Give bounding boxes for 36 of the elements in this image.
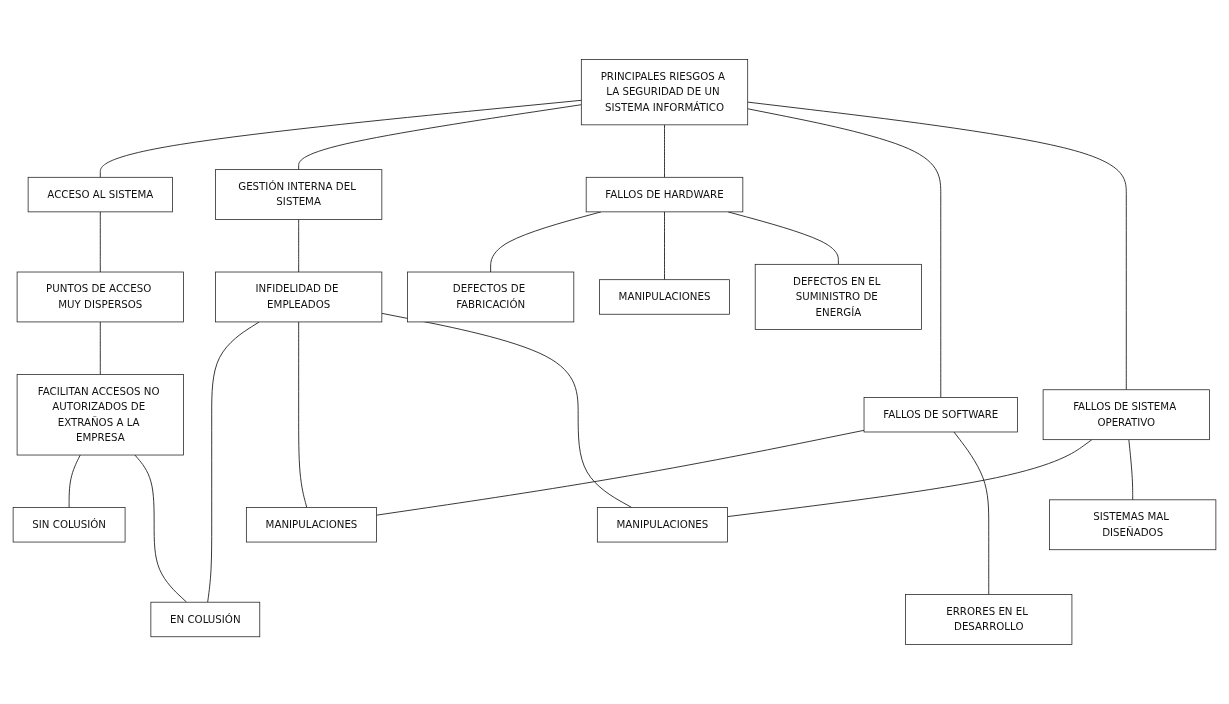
connector bbox=[953, 431, 990, 595]
node-box: DEFECTOS EN EL SUMINISTRO DE ENERGÍA bbox=[754, 263, 922, 330]
node-box: FALLOS DE SISTEMA OPERATIVO bbox=[1042, 389, 1210, 441]
connector bbox=[99, 321, 101, 375]
node-box: FALLOS DE SOFTWARE bbox=[863, 397, 1018, 433]
node-box: PRINCIPALES RIESGOS A LA SEGURIDAD DE UN SISTEMA INFORMÁTICO bbox=[580, 59, 749, 126]
node-box: FALLOS DE HARDWARE bbox=[585, 176, 744, 213]
node-box: GESTIÓN INTERNA DEL SISTEMA bbox=[215, 169, 383, 220]
connector bbox=[298, 104, 582, 171]
connector bbox=[664, 211, 665, 281]
node-box: SISTEMAS MAL DISEÑADOS bbox=[1049, 499, 1217, 551]
connector bbox=[134, 454, 188, 603]
node-box: MANIPULACIONES bbox=[599, 279, 730, 315]
connector bbox=[298, 321, 308, 508]
connector bbox=[381, 312, 633, 508]
node-box: DEFECTOS DE FABRICACIÓN bbox=[407, 271, 575, 323]
node-box: MANIPULACIONES bbox=[245, 507, 377, 543]
node-box: FACILITAN ACCESOS NO AUTORIZADOS DE EXTRAÑOS A LA EMPRESA bbox=[16, 374, 184, 456]
node-box: ERRORES EN EL DESARROLLO bbox=[905, 594, 1073, 645]
connector bbox=[99, 211, 101, 273]
node-box: EN COLUSIÓN bbox=[150, 601, 261, 638]
connector bbox=[664, 124, 665, 178]
node-box: SIN COLUSIÓN bbox=[12, 507, 126, 543]
node-box: MANIPULACIONES bbox=[596, 507, 728, 543]
connector bbox=[1128, 439, 1134, 501]
node-box: ACCESO AL SISTEMA bbox=[27, 176, 173, 213]
connector bbox=[376, 429, 865, 516]
connector bbox=[298, 219, 300, 273]
connector bbox=[207, 321, 260, 603]
connector bbox=[747, 101, 1127, 391]
connector bbox=[727, 439, 1093, 518]
node-box: PUNTOS DE ACCESO MUY DISPERSOS bbox=[16, 271, 184, 323]
connector bbox=[747, 108, 942, 398]
connector bbox=[68, 454, 81, 508]
node-box: INFIDELIDAD DE EMPLEADOS bbox=[215, 271, 383, 323]
connector bbox=[99, 99, 582, 178]
